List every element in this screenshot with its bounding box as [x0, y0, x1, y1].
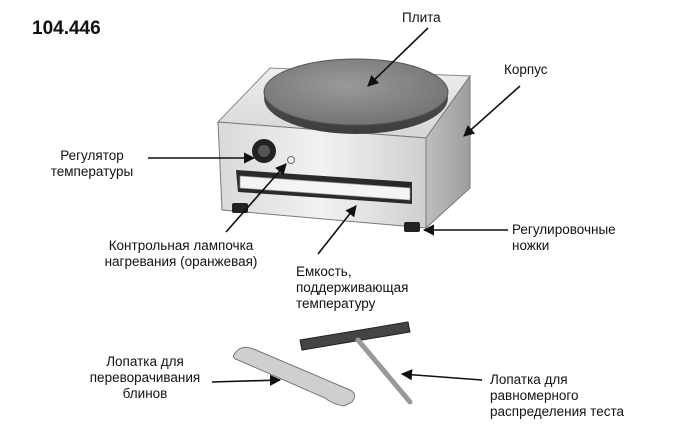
flipping-spatula: [232, 346, 356, 407]
temperature-knob-cap: [258, 145, 270, 157]
label-warming-container-line-2: поддерживающая: [296, 280, 409, 295]
spreading-spatula-head: [299, 321, 411, 351]
warming-container: [239, 175, 411, 201]
label-heating-lamp: Контрольная лампочка нагревания (оранжев…: [66, 238, 296, 270]
brand-plate: Bartscher: [386, 182, 413, 188]
label-warming-container-line-1: Емкость,: [296, 264, 352, 279]
label-temperature-regulator-line-2: температуры: [50, 164, 134, 179]
label-spreading-spatula-line-3: распределения теста: [490, 404, 625, 419]
label-temperature-regulator: Регулятор температуры: [42, 148, 142, 180]
label-body: Корпус: [504, 62, 548, 78]
leader-plate: [367, 27, 429, 87]
label-spreading-spatula-line-2: равномерного: [490, 388, 579, 403]
label-plate: Плита: [402, 10, 441, 26]
leader-lamp: [225, 163, 287, 233]
label-adjustable-feet: Регулировочные ножки: [512, 222, 616, 254]
leader-body: [463, 85, 521, 137]
label-flipping-spatula: Лопатка для переворачивания блинов: [80, 354, 210, 402]
plate-surface: [263, 58, 449, 126]
label-spreading-spatula-line-1: Лопатка для: [490, 372, 568, 387]
label-plate-text: Плита: [402, 10, 441, 25]
label-spreading-spatula: Лопатка для равномерного распределения т…: [490, 372, 624, 420]
label-warming-container: Емкость, поддерживающая температуру: [296, 264, 408, 312]
label-adjustable-feet-line-1: Регулировочные: [512, 222, 616, 237]
foot-front-left: [232, 203, 248, 213]
label-flipping-spatula-line-3: блинов: [122, 386, 168, 401]
label-flipping-spatula-line-2: переворачивания: [89, 370, 201, 385]
label-heating-lamp-line-2: нагревания (оранжевая): [104, 254, 258, 269]
model-number: 104.446: [32, 18, 101, 39]
leader-spread-spatula: [400, 369, 483, 381]
label-heating-lamp-line-1: Контрольная лампочка: [108, 238, 254, 253]
label-body-text: Корпус: [504, 62, 548, 77]
leader-flip-spatula: [211, 374, 282, 386]
label-adjustable-feet-line-2: ножки: [512, 238, 550, 253]
spreading-spatula-handle: [355, 337, 413, 405]
label-temperature-regulator-line-1: Регулятор: [60, 148, 124, 163]
heating-lamp: [287, 156, 295, 164]
foot-front-right: [404, 222, 420, 232]
leader-container: [317, 205, 357, 255]
label-warming-container-line-3: температуру: [296, 296, 376, 311]
label-flipping-spatula-line-1: Лопатка для: [106, 354, 184, 369]
